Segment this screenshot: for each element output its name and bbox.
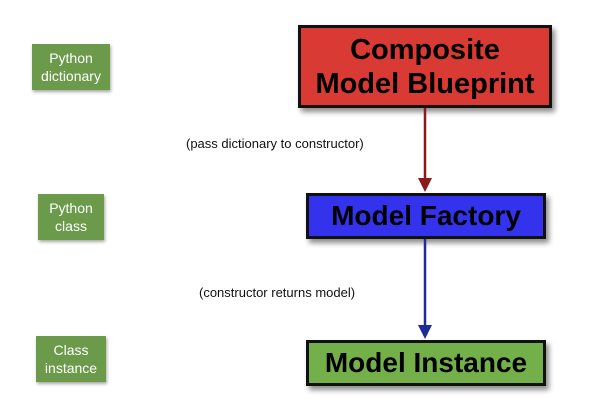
blueprint-to-factory-arrow: [418, 108, 432, 192]
composite-model-blueprint-text: Composite Model Blueprint: [315, 33, 535, 100]
python-dictionary-tag: Python dictionary: [32, 44, 110, 90]
python-class-tag: Python class: [38, 194, 104, 240]
model-factory-box: Model Factory: [306, 193, 546, 239]
model-instance-text: Model Instance: [324, 347, 528, 378]
factory-to-instance-arrow: [418, 239, 432, 339]
pass-dictionary-annotation: (pass dictionary to constructor): [186, 136, 364, 151]
class-instance-tag: Class instance: [36, 336, 106, 382]
model-instance-box: Model Instance: [306, 340, 546, 386]
python-dictionary-label: Python dictionary: [41, 50, 101, 84]
model-factory-text: Model Factory: [331, 200, 521, 231]
composite-model-blueprint-box: Composite Model Blueprint: [298, 25, 552, 108]
python-class-label: Python class: [49, 200, 93, 234]
constructor-returns-annotation: (constructor returns model): [199, 285, 356, 300]
class-instance-label: Class instance: [44, 342, 98, 376]
